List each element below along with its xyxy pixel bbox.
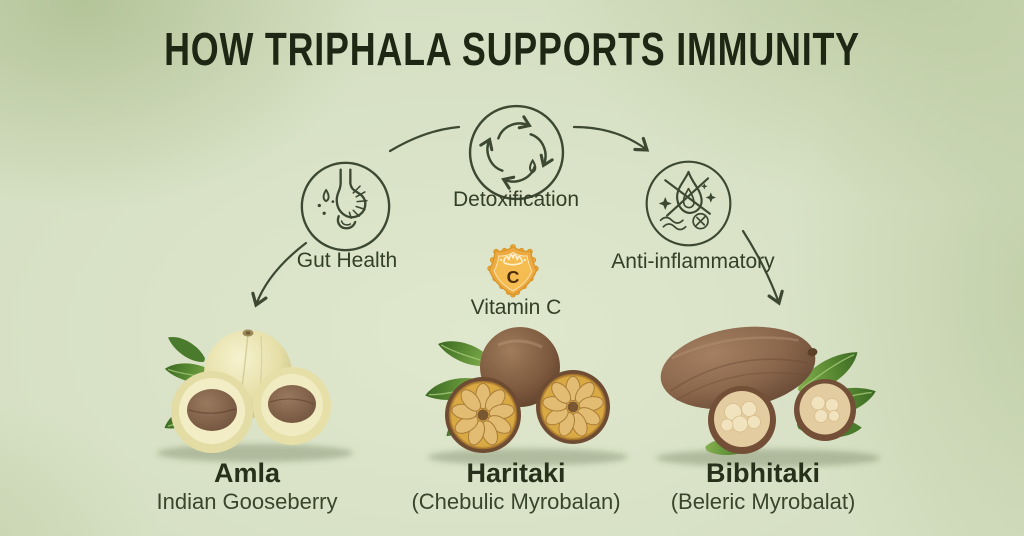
- amla-image: [157, 329, 353, 462]
- vitamin-c-shield-icon: C: [487, 244, 539, 298]
- detox-swirl-icon: [468, 104, 565, 201]
- fruit-subtitle-amla: Indian Gooseberry: [156, 489, 338, 514]
- bibhitaki-half-right: [794, 379, 856, 441]
- benefit-label-detoxification: Detoxification: [452, 188, 580, 211]
- fruit-subtitle-haritaki: (Chebulic Myrobalan): [411, 489, 621, 514]
- benefit-label-anti-inflammatory: Anti-inflammatory: [611, 250, 775, 273]
- arrow-gut-to-detox: [388, 125, 461, 153]
- haritaki-half-right: [536, 370, 610, 444]
- haritaki-image: [425, 327, 628, 466]
- vitamin-c-letter: C: [507, 267, 520, 287]
- bibhitaki-half-left: [708, 386, 776, 454]
- amla-half-right: [253, 367, 331, 445]
- bibhitaki-shadow: [656, 449, 880, 467]
- page-title: HOW TRIPHALA SUPPORTS IMMUNITY: [164, 23, 860, 75]
- fruit-subtitle-bibhitaki: (Beleric Myrobalat): [670, 489, 856, 514]
- stomach-icon: [300, 161, 391, 252]
- haritaki-half-left: [445, 377, 521, 453]
- arrow-detox-to-anti: [572, 125, 650, 152]
- amla-half-left: [171, 371, 253, 453]
- bibhitaki-pod: [660, 326, 818, 410]
- benefit-label-gut-health: Gut Health: [296, 249, 398, 272]
- bibhitaki-image: [656, 326, 880, 467]
- vitamin-c-label: Vitamin C: [470, 296, 562, 319]
- haritaki-shadow: [428, 448, 628, 466]
- fruit-name-amla: Amla: [213, 458, 281, 488]
- fruit-name-bibhitaki: Bibhitaki: [705, 458, 820, 488]
- fruit-name-haritaki: Haritaki: [466, 458, 566, 488]
- anti-inflammatory-icon: [645, 160, 732, 247]
